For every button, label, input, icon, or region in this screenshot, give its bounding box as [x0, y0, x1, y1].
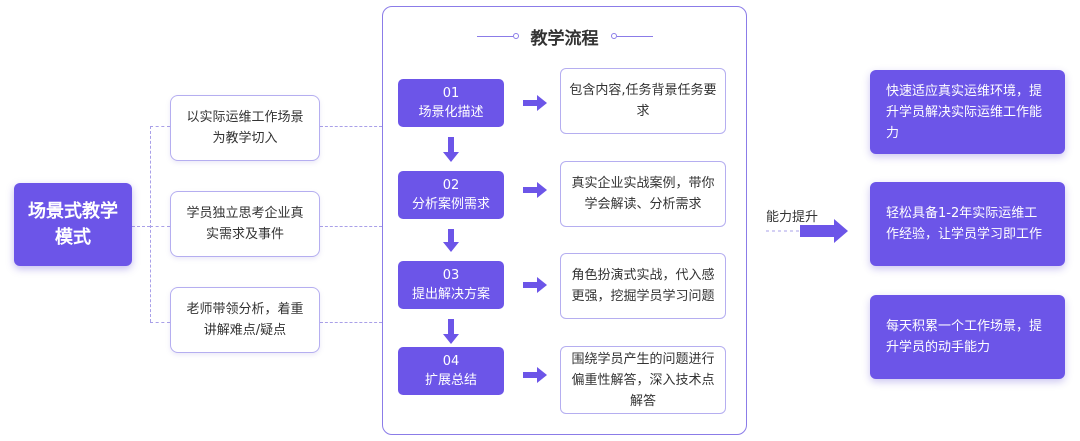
right-connector-1: [320, 126, 382, 127]
right-connector-2: [320, 226, 382, 227]
left-item-2: 学员独立思考企业真实需求及事件: [170, 191, 320, 257]
left-item-3: 老师带领分析，着重讲解难点/疑点: [170, 287, 320, 353]
step-label: 扩展总结: [424, 373, 477, 388]
result-text: 快速适应真实运维环境，提升学员解决实际运维工作能力: [886, 83, 1043, 141]
step-detail-text: 真实企业实战案例，带你学会解读、分析需求: [571, 176, 715, 212]
step-number: 04: [442, 354, 460, 369]
result-card-1: 快速适应真实运维环境，提升学员解决实际运维工作能力: [870, 70, 1065, 154]
result-card-2: 轻松具备1-2年实际运维工作经验，让学员学习即工作: [870, 182, 1065, 266]
panel-title: 教学流程: [382, 24, 747, 49]
down-arrow-icon: [443, 137, 459, 162]
left-item-1: 以实际运维工作场景为教学切入: [170, 95, 320, 161]
right-arrow-icon: [523, 95, 547, 111]
step-detail-3: 角色扮演式实战，代入感更强，挖掘学员学习问题: [560, 253, 726, 319]
result-card-3: 每天积累一个工作场景，提升学员的动手能力: [870, 295, 1065, 379]
title-right-decoration: [610, 33, 653, 39]
left-item-text: 学员独立思考企业真实需求及事件: [186, 206, 304, 242]
left-item-text: 以实际运维工作场景为教学切入: [186, 110, 304, 146]
step-label: 场景化描述: [418, 105, 484, 120]
left-connector-3: [150, 322, 170, 323]
mode-connector: [132, 226, 150, 227]
step-label: 分析案例需求: [411, 197, 490, 212]
mode-card: 场景式教学模式: [14, 183, 132, 266]
left-bracket-line: [150, 126, 151, 322]
step-detail-2: 真实企业实战案例，带你学会解读、分析需求: [560, 161, 726, 227]
result-text: 轻松具备1-2年实际运维工作经验，让学员学习即工作: [886, 206, 1043, 242]
step-detail-text: 包含内容,任务背景任务要求: [569, 83, 717, 119]
step-detail-text: 角色扮演式实战，代入感更强，挖掘学员学习问题: [571, 268, 715, 304]
down-arrow-icon: [443, 229, 459, 252]
title-left-decoration: [476, 33, 519, 39]
left-item-text: 老师带领分析，着重讲解难点/疑点: [186, 302, 304, 338]
down-arrow-icon: [443, 319, 459, 344]
right-arrow-icon: [523, 367, 547, 383]
right-arrow-icon: [523, 182, 547, 198]
right-arrow-icon: [523, 277, 547, 293]
step-detail-1: 包含内容,任务背景任务要求: [560, 68, 726, 134]
capability-arrow-icon: [800, 219, 848, 243]
mode-label: 场景式教学模式: [28, 200, 118, 248]
step-1: 01 场景化描述: [398, 79, 504, 127]
step-number: 02: [442, 178, 460, 193]
left-connector-1: [150, 126, 170, 127]
step-number: 01: [442, 86, 460, 101]
step-detail-4: 围绕学员产生的问题进行偏重性解答，深入技术点解答: [560, 346, 726, 414]
capability-label: 能力提升: [766, 210, 819, 225]
left-connector-2: [150, 226, 170, 227]
step-4: 04 扩展总结: [398, 347, 504, 395]
panel-title-text: 教学流程: [530, 28, 599, 49]
result-text: 每天积累一个工作场景，提升学员的动手能力: [886, 319, 1043, 355]
step-label: 提出解决方案: [411, 287, 490, 302]
step-detail-text: 围绕学员产生的问题进行偏重性解答，深入技术点解答: [571, 351, 715, 409]
step-number: 03: [442, 268, 460, 283]
right-connector-3: [320, 322, 382, 323]
step-3: 03 提出解决方案: [398, 261, 504, 309]
step-2: 02 分析案例需求: [398, 171, 504, 219]
